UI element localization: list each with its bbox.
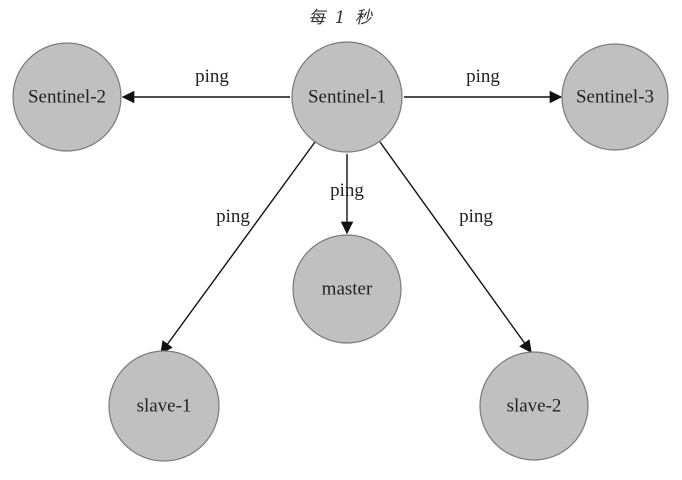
edge-line-slave2 [379,141,532,354]
node-circle [108,350,220,462]
edge-label-master: ping [330,180,364,201]
node-label: Sentinel-3 [576,87,654,108]
node-label: Sentinel-1 [308,87,386,108]
node-label: slave-1 [137,396,192,417]
edge-sentinel1-slave1 [160,141,316,355]
node-sentinel-1: Sentinel-1 [291,41,403,153]
node-sentinel-3: Sentinel-3 [561,43,669,151]
diagram-title: 每 1 秒 [308,8,374,28]
node-circle [292,234,402,344]
node-slave-1: slave-1 [108,350,220,462]
node-slave-2: slave-2 [479,351,589,461]
edge-line-slave1 [160,141,316,355]
node-master: master [292,234,402,344]
node-circle [12,42,122,152]
node-label: Sentinel-2 [28,87,106,108]
node-circle [479,351,589,461]
edge-label-slave1: ping [216,206,250,227]
edge-label-sentinel2: ping [195,66,229,87]
node-sentinel-2: Sentinel-2 [12,42,122,152]
edge-label-sentinel3: ping [466,66,500,87]
node-label: master [322,279,373,300]
edge-sentinel1-slave2 [379,141,532,354]
node-circle [561,43,669,151]
node-circle [291,41,403,153]
node-label: slave-2 [507,396,562,417]
edge-label-slave2: ping [459,206,493,227]
